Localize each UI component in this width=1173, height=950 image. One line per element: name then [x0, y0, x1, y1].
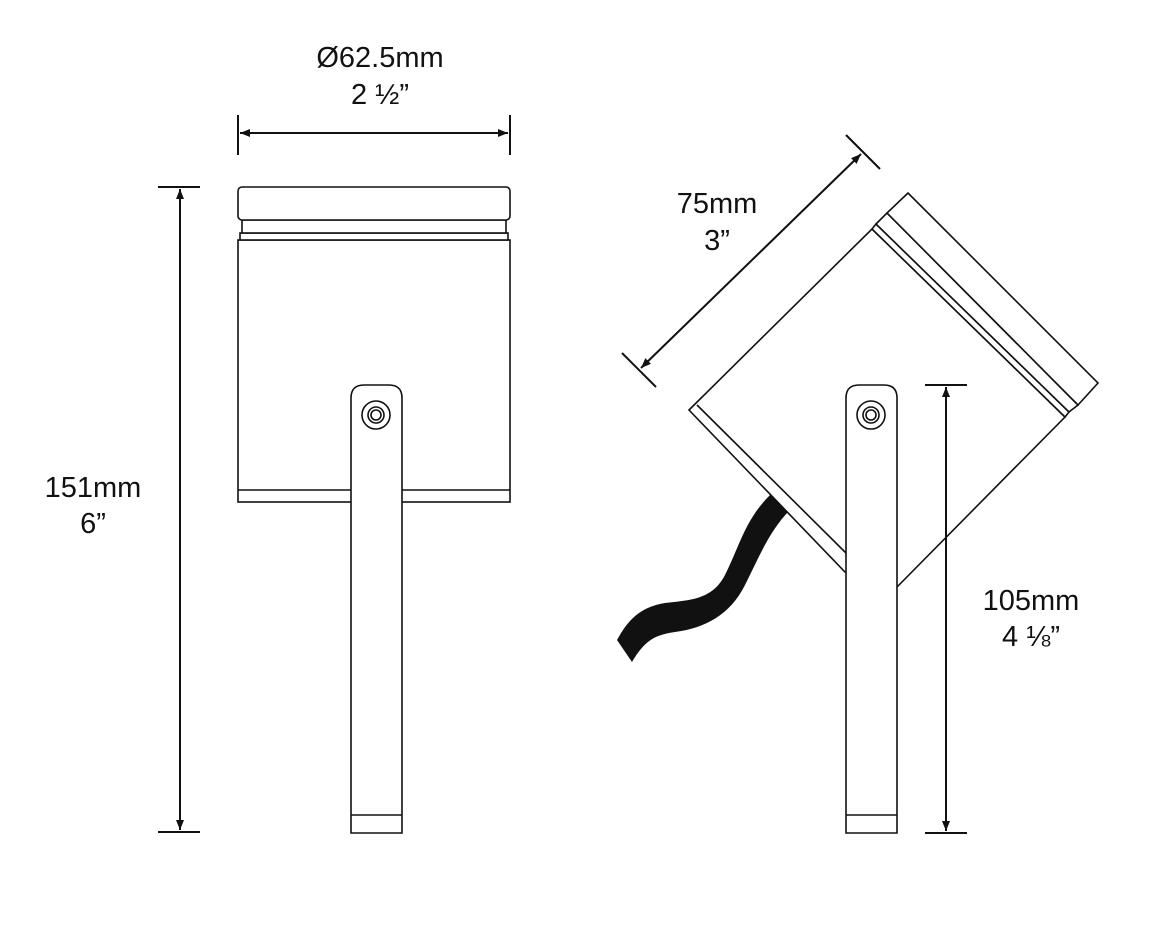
tilted-bolt-icon: [856, 400, 886, 430]
stake-height-dimension: 105mm 4 ⅛”: [925, 384, 1080, 834]
height-inch-label: 6”: [80, 508, 106, 540]
diameter-dimension: Ø62.5mm 2 ½”: [237, 42, 511, 155]
height-dimension: 151mm 6”: [45, 186, 200, 833]
bolt-icon: [361, 400, 391, 430]
diameter-inch-label: 2 ½”: [351, 79, 409, 111]
tilted-ground-stake: [845, 384, 898, 834]
length-inch-label: 3”: [704, 225, 730, 257]
diameter-mm-label: Ø62.5mm: [316, 42, 443, 74]
height-mm-label: 151mm: [45, 472, 142, 504]
ground-stake: [350, 384, 403, 834]
lens-cap: [237, 186, 511, 221]
length-mm-label: 75mm: [677, 188, 758, 220]
length-dimension: 75mm 3”: [621, 134, 881, 388]
housing-ring: [239, 232, 509, 241]
tilted-view-fixture: [617, 191, 1100, 834]
stake-height-inch-label: 4 ⅛”: [1002, 621, 1060, 653]
stake-height-mm-label: 105mm: [983, 585, 1080, 617]
tilted-lens-cap: [885, 191, 1100, 407]
front-view-fixture: [237, 186, 511, 834]
power-cable: [617, 495, 790, 662]
